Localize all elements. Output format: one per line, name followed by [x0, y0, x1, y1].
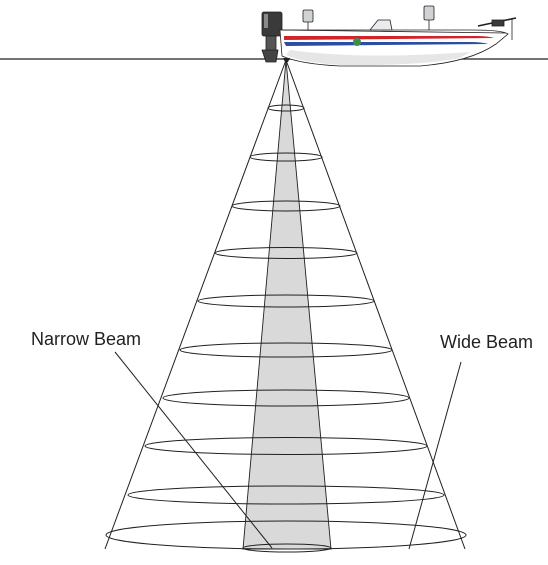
wide-beam-leader-line: [408, 361, 462, 550]
narrow-beam-leader-line: [114, 351, 273, 549]
beam-ring: [249, 152, 323, 162]
beam-ring: [144, 437, 428, 455]
beam-ring: [267, 104, 305, 112]
beam-ring: [162, 389, 410, 407]
boat: [261, 5, 517, 67]
boat-stripe-red: [284, 36, 494, 40]
narrow-beam: [242, 59, 332, 550]
boat-deck-line: [281, 29, 507, 34]
beam-ring: [105, 520, 467, 550]
trolling-motor: [477, 17, 517, 40]
beam-ring: [231, 200, 341, 212]
wide-beam: [104, 59, 467, 553]
boat-seat: [302, 9, 314, 30]
beam-ring: [127, 485, 445, 505]
boat-hull-shadow: [286, 50, 470, 66]
transducer: [283, 58, 290, 62]
boat-emblem: [353, 38, 361, 46]
beam-ring: [197, 294, 375, 308]
wide-beam-right-edge: [285, 59, 466, 550]
narrow-beam-base-ring: [242, 543, 332, 553]
narrow-beam-label: Narrow Beam: [31, 329, 142, 349]
boat-console: [369, 19, 393, 31]
boat-stripe-blue: [284, 42, 488, 46]
wide-beam-label: Wide Beam: [440, 332, 534, 352]
outboard-motor: [261, 11, 283, 63]
narrow-beam-cone: [242, 59, 332, 550]
beam-ring: [179, 342, 393, 358]
beam-ring: [214, 247, 358, 259]
wide-beam-left-edge: [104, 59, 287, 550]
boat-seat: [423, 5, 435, 30]
